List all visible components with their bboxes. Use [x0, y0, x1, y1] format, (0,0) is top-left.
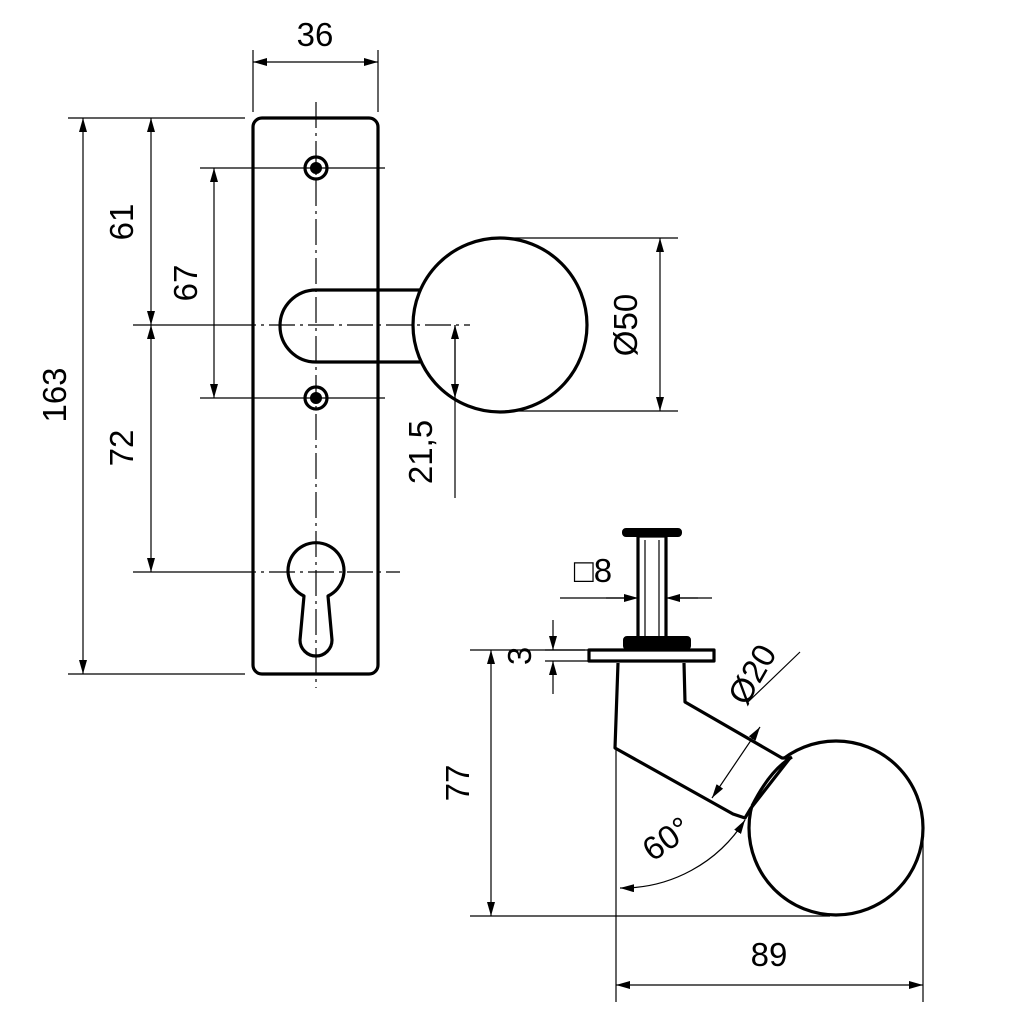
dim-screw-spacing: 67	[167, 265, 204, 302]
dim-angle: 60°	[635, 809, 697, 868]
spindle	[636, 534, 668, 642]
dim-knob-diameter: Ø50	[607, 294, 644, 356]
knob-ball	[747, 739, 925, 917]
dim-projection: 89	[751, 936, 788, 973]
dim-rose-thickness: 3	[501, 647, 538, 665]
dim-overall-height: 163	[36, 367, 73, 422]
spindle-cap	[622, 528, 682, 537]
dim-plate-width: 36	[297, 16, 334, 53]
dim-top-to-center: 61	[103, 204, 140, 241]
dim-height: 77	[439, 765, 476, 802]
spindle-collar	[623, 636, 691, 650]
dim-spindle-square: □8	[574, 552, 612, 589]
cylinder-cutout	[286, 541, 346, 658]
dim-line-neck-diameter	[711, 726, 761, 799]
dim-knob-offset: 21,5	[402, 420, 439, 484]
dim-center-to-cylinder: 72	[103, 430, 140, 467]
dim-arc-angle	[619, 819, 746, 893]
side-view: □8 3 Ø20 77 60° 89	[439, 528, 925, 1002]
rose-plate	[587, 648, 716, 663]
dim-neck-diameter: Ø20	[720, 638, 783, 711]
front-view: 36 163 61 72 67 Ø50 21,5	[36, 16, 678, 688]
knob-neck	[278, 288, 420, 364]
